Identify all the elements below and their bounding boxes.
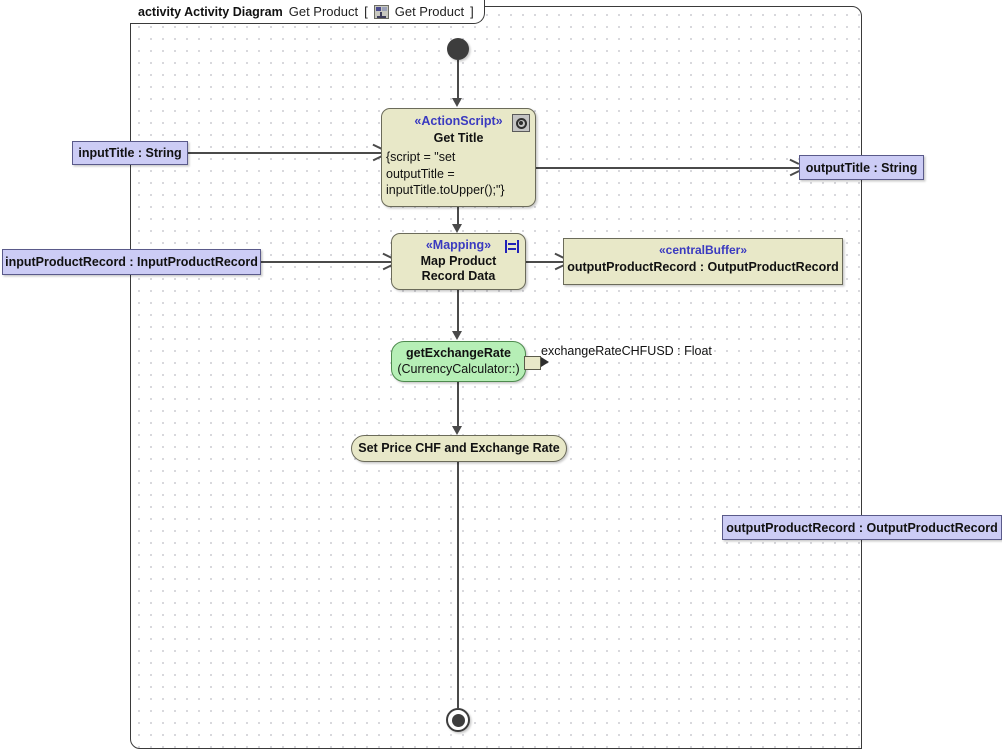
action-node-get-title[interactable]: «ActionScript» Get Title {script = "set … <box>381 108 536 207</box>
input-title-label: inputTitle : String <box>78 146 182 160</box>
edge-mapping-to-exchange-rate <box>457 290 459 334</box>
diagram-kind-label: activity Activity Diagram <box>138 4 283 19</box>
edge-set-price-to-final <box>457 462 459 708</box>
output-pin-label: exchangeRateCHFUSD : Float <box>541 344 712 358</box>
arrowhead-output-title <box>789 162 799 172</box>
action-node-map-product-record-data[interactable]: «Mapping» Map Product Record Data <box>391 233 526 290</box>
get-title-body-line-1: {script = "set <box>386 150 456 165</box>
output-product-record-label: outputProductRecord : OutputProductRecor… <box>726 520 998 535</box>
input-product-record-label: inputProductRecord : InputProductRecord <box>5 255 258 269</box>
initial-node[interactable] <box>447 38 469 60</box>
arrowhead-set-price <box>452 426 462 435</box>
edge-exchange-rate-to-set-price <box>457 382 459 428</box>
get-title-stereotype: «ActionScript» <box>414 114 503 128</box>
mapping-name-line-2: Record Data <box>421 269 496 284</box>
central-buffer-stereotype: «centralBuffer» <box>658 243 748 257</box>
activity-diagram-icon <box>373 4 389 19</box>
edge-mapping-to-central-buffer <box>526 261 563 263</box>
arrowhead-mapping <box>452 224 462 233</box>
arrowhead-get-title <box>452 98 462 107</box>
output-title-label: outputTitle : String <box>805 160 918 175</box>
edge-get-title-to-mapping <box>457 207 459 227</box>
parameter-node-input-title[interactable]: inputTitle : String <box>72 141 188 165</box>
mapping-stereotype: «Mapping» <box>425 238 492 252</box>
central-buffer-node[interactable]: «centralBuffer» outputProductRecord : Ou… <box>563 238 843 285</box>
set-price-name: Set Price CHF and Exchange Rate <box>358 440 560 455</box>
bracket-close: ] <box>470 4 474 19</box>
activity-final-node[interactable] <box>446 708 470 732</box>
exchange-rate-behavior: (CurrencyCalculator::) <box>397 361 520 376</box>
parameter-node-output-product-record[interactable]: outputProductRecord : OutputProductRecor… <box>722 515 1002 540</box>
edge-get-title-to-output-title <box>536 167 799 169</box>
diagram-qualified-name: Get Product <box>394 4 465 19</box>
parameter-node-output-title[interactable]: outputTitle : String <box>799 155 924 180</box>
edge-initial-to-get-title <box>457 60 459 100</box>
get-title-name: Get Title <box>433 130 484 145</box>
get-title-body-line-3: inputTitle.toUpper();"} <box>386 182 505 197</box>
exchange-rate-name: getExchangeRate <box>406 346 511 360</box>
action-node-set-price[interactable]: Set Price CHF and Exchange Rate <box>351 435 567 462</box>
call-behavior-node-get-exchange-rate[interactable]: getExchangeRate (CurrencyCalculator::) <box>391 341 526 382</box>
bracket-open: [ <box>364 4 368 19</box>
output-pin-arrowhead <box>541 357 549 367</box>
arrowhead-exchange-rate <box>452 331 462 340</box>
diagram-frame-header: activity Activity Diagram Get Product [ … <box>130 0 485 24</box>
mapping-name-line-1: Map Product <box>420 253 497 268</box>
diagram-name-label: Get Product <box>288 4 359 19</box>
edge-input-title-to-get-title <box>188 152 381 154</box>
central-buffer-name: outputProductRecord : OutputProductRecor… <box>567 260 839 274</box>
edge-input-product-to-mapping <box>261 261 391 263</box>
parameter-node-input-product-record[interactable]: inputProductRecord : InputProductRecord <box>2 249 261 275</box>
mapping-icon <box>505 240 519 253</box>
actionscript-icon <box>512 114 530 132</box>
output-pin[interactable] <box>524 356 541 370</box>
get-title-body-line-2: outputTitle = <box>386 166 455 181</box>
